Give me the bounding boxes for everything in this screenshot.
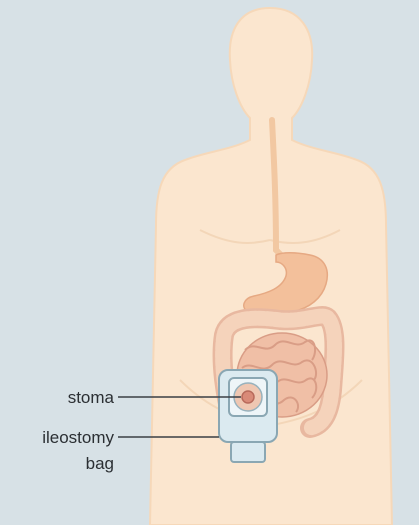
bag-outlet: [231, 442, 265, 462]
human-silhouette-icon: [150, 8, 392, 525]
stoma-label: stoma: [30, 388, 114, 408]
ileostomy-label-line1: ileostomy: [10, 428, 114, 448]
body-outline: [150, 8, 392, 525]
ileostomy-label-line2: bag: [10, 454, 114, 474]
stoma-icon: [242, 391, 254, 403]
